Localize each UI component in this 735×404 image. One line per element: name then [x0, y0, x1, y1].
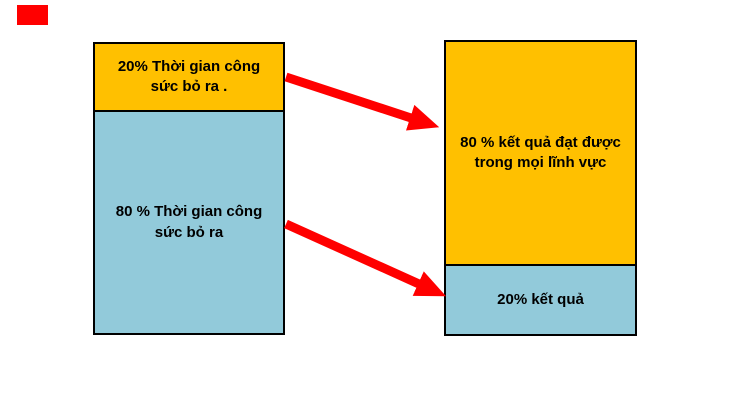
- arrow-effort20-to-results80-icon: [284, 72, 440, 131]
- effort-column: 20% Thời gian công sức bỏ ra . 80 % Thời…: [93, 42, 285, 335]
- effort-20-label: 20% Thời gian công sức bỏ ra .: [117, 57, 261, 95]
- results-20-segment: 20% kết quả: [446, 266, 635, 334]
- results-column: 80 % kết quả đạt được trong mọi lĩnh vực…: [444, 40, 637, 336]
- effort-20-segment: 20% Thời gian công sức bỏ ra .: [95, 44, 283, 112]
- results-80-segment: 80 % kết quả đạt được trong mọi lĩnh vực: [446, 42, 635, 266]
- results-80-label: 80 % kết quả đạt được trong mọi lĩnh vực: [460, 133, 621, 171]
- results-20-label: 20% kết quả: [497, 290, 584, 308]
- arrow-effort80-to-results20-icon: [284, 219, 447, 297]
- red-marker: [17, 5, 48, 25]
- effort-80-label: 80 % Thời gian công sức bỏ ra: [115, 203, 263, 241]
- effort-80-segment: 80 % Thời gian công sức bỏ ra: [95, 112, 283, 333]
